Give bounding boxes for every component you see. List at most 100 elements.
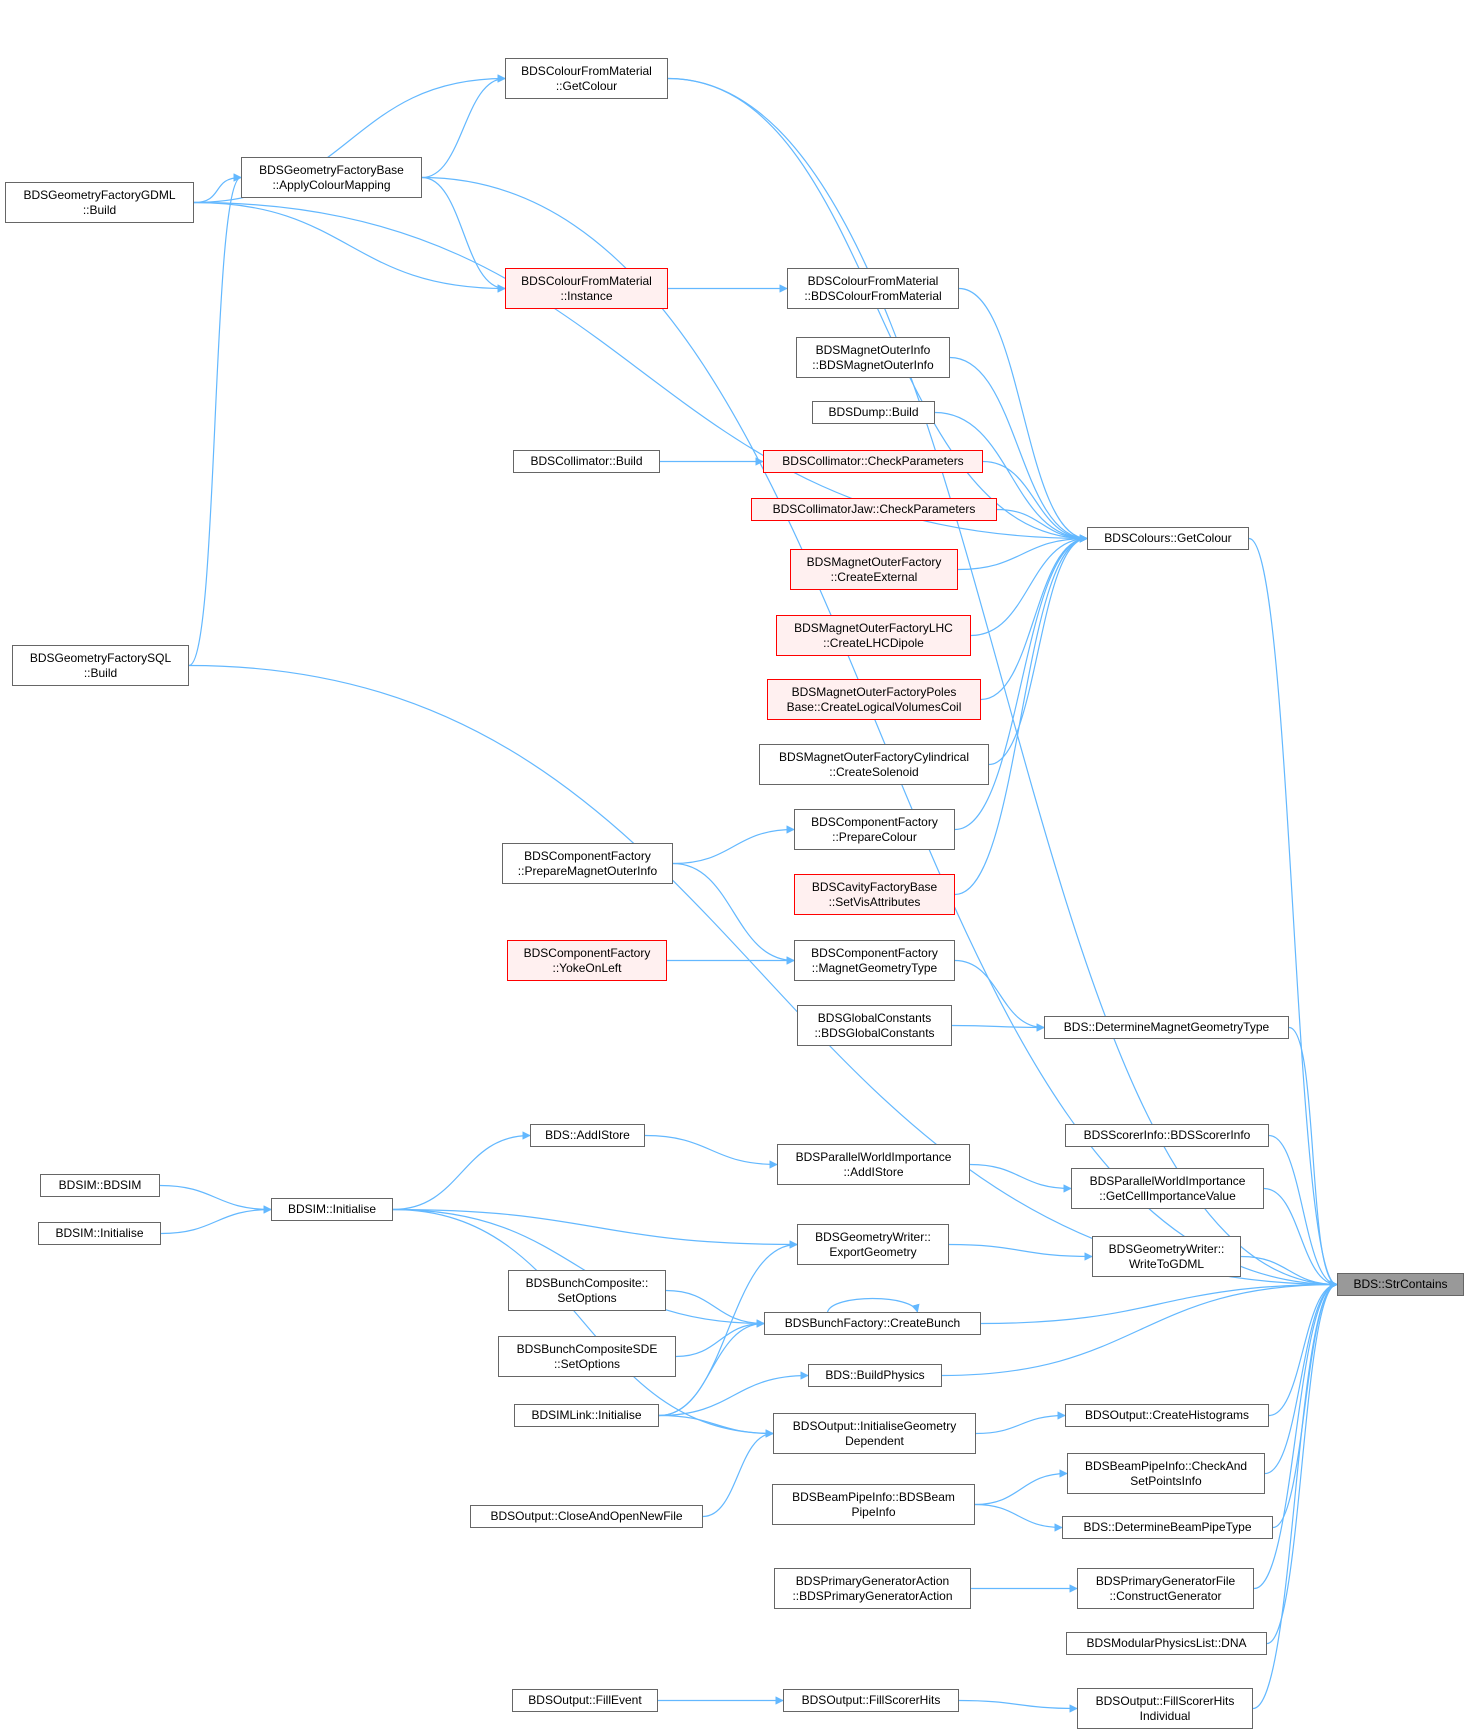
graph-node-colourfrommaterial-ctor[interactable]: BDSColourFromMaterial::BDSColourFromMate… bbox=[787, 268, 959, 309]
graph-node-bdsimlink-initialise[interactable]: BDSIMLink::Initialise bbox=[514, 1404, 659, 1427]
node-label-line: BDSComponentFactory bbox=[811, 814, 938, 829]
graph-node-bds-strcontains[interactable]: BDS::StrContains bbox=[1337, 1273, 1464, 1296]
node-label-line: ::BDSColourFromMaterial bbox=[804, 288, 942, 303]
call-edge bbox=[159, 1184, 272, 1214]
node-label-line: ::CreateSolenoid bbox=[829, 764, 919, 779]
graph-node-colourfrommaterial-instance[interactable]: BDSColourFromMaterial::Instance bbox=[505, 268, 668, 309]
graph-node-bunchfactory-createbunch[interactable]: BDSBunchFactory::CreateBunch bbox=[764, 1312, 981, 1335]
graph-node-parallelworldimportance-addistore[interactable]: BDSParallelWorldImportance::AddIStore bbox=[777, 1144, 970, 1185]
call-edge bbox=[675, 1319, 765, 1358]
graph-node-bdsim-ctor[interactable]: BDSIM::BDSIM bbox=[40, 1174, 160, 1197]
graph-node-primarygeneratoraction-ctor[interactable]: BDSPrimaryGeneratorAction::BDSPrimaryGen… bbox=[774, 1568, 971, 1609]
graph-node-output-fillscorerhits[interactable]: BDSOutput::FillScorerHits bbox=[783, 1689, 959, 1712]
node-label-line: BDSMagnetOuterFactoryPoles bbox=[791, 684, 957, 699]
graph-node-bdsim-initialise[interactable]: BDSIM::Initialise bbox=[271, 1198, 393, 1221]
graph-node-collimator-checkparameters[interactable]: BDSCollimator::CheckParameters bbox=[763, 450, 983, 473]
graph-node-geomfactorysql-build[interactable]: BDSGeometryFactorySQL::Build bbox=[12, 645, 189, 686]
node-label-line: Dependent bbox=[845, 1433, 904, 1448]
node-label-line: ExportGeometry bbox=[829, 1244, 917, 1259]
call-edge bbox=[826, 1298, 920, 1313]
call-edge bbox=[982, 460, 1088, 543]
node-label-line: SetOptions bbox=[557, 1290, 617, 1305]
graph-node-scorerinfo-ctor[interactable]: BDSScorerInfo::BDSScorerInfo bbox=[1065, 1124, 1269, 1147]
graph-node-bds-addistore[interactable]: BDS::AddIStore bbox=[530, 1124, 645, 1147]
call-edge bbox=[193, 201, 506, 293]
call-edge bbox=[958, 1699, 1078, 1713]
graph-node-componentfactory-preparemagnetouterinfo[interactable]: BDSComponentFactory::PrepareMagnetOuterI… bbox=[502, 843, 673, 884]
node-label-line: BDSIMLink::Initialise bbox=[531, 1408, 642, 1422]
node-label-line: ::Instance bbox=[560, 288, 613, 303]
call-edge bbox=[980, 1280, 1338, 1325]
graph-node-geomfactorygdml-build[interactable]: BDSGeometryFactoryGDML::Build bbox=[5, 182, 194, 223]
node-label-line: ::AddIStore bbox=[843, 1164, 904, 1179]
graph-node-primarygeneratorfile-constructgenerator[interactable]: BDSPrimaryGeneratorFile::ConstructGenera… bbox=[1077, 1568, 1254, 1609]
graph-node-geometrywriter-exportgeometry[interactable]: BDSGeometryWriter::ExportGeometry bbox=[797, 1224, 949, 1265]
node-label-line: BDSColourFromMaterial bbox=[521, 63, 652, 78]
graph-node-magnetouterfactorycylindrical-createsolenoid[interactable]: BDSMagnetOuterFactoryCylindrical::Create… bbox=[759, 744, 989, 785]
graph-node-modularphysicslist-dna[interactable]: BDSModularPhysicsList::DNA bbox=[1066, 1632, 1267, 1655]
node-label-line: ::Build bbox=[83, 665, 118, 680]
graph-node-colourfrommaterial-getcolour[interactable]: BDSColourFromMaterial::GetColour bbox=[505, 58, 668, 99]
call-edge bbox=[1268, 1134, 1338, 1289]
node-label-line: ::YokeOnLeft bbox=[552, 960, 622, 975]
graph-node-collimator-build[interactable]: BDSCollimator::Build bbox=[513, 450, 660, 473]
graph-node-magnetouterinfo-ctor[interactable]: BDSMagnetOuterInfo::BDSMagnetOuterInfo bbox=[796, 337, 950, 378]
call-edge bbox=[974, 1503, 1063, 1532]
node-label-line: BDSPrimaryGeneratorFile bbox=[1095, 1573, 1236, 1588]
node-label-line: BDSOutput::FillScorerHits bbox=[801, 1693, 941, 1707]
graph-node-output-fillevent[interactable]: BDSOutput::FillEvent bbox=[512, 1689, 658, 1712]
call-edge bbox=[160, 1205, 272, 1235]
graph-node-dump-build[interactable]: BDSDump::Build bbox=[812, 401, 935, 424]
graph-node-collimatorjaw-checkparameters[interactable]: BDSCollimatorJaw::CheckParameters bbox=[751, 498, 997, 521]
node-label-line: ::GetColour bbox=[555, 78, 618, 93]
call-edge bbox=[948, 1243, 1093, 1261]
graph-node-geomfactorybase-applycolourmapping[interactable]: BDSGeometryFactoryBase::ApplyColourMappi… bbox=[241, 157, 422, 198]
graph-node-output-createhistograms[interactable]: BDSOutput::CreateHistograms bbox=[1065, 1404, 1269, 1427]
node-label-line: ::CreateLHCDipole bbox=[823, 635, 924, 650]
graph-node-bunchcompositesde-setoptions[interactable]: BDSBunchCompositeSDE::SetOptions bbox=[498, 1336, 676, 1377]
graph-node-cavityfactorybase-setvisattributes[interactable]: BDSCavityFactoryBase::SetVisAttributes bbox=[794, 874, 955, 915]
graph-node-globalconstants-ctor[interactable]: BDSGlobalConstants::BDSGlobalConstants bbox=[797, 1005, 952, 1046]
call-edge bbox=[1264, 1280, 1338, 1475]
call-edge bbox=[658, 1414, 774, 1438]
call-edge bbox=[421, 176, 1338, 1289]
call-edge bbox=[941, 1280, 1338, 1377]
graph-node-componentfactory-yokeonleft[interactable]: BDSComponentFactory::YokeOnLeft bbox=[507, 940, 667, 981]
call-edge bbox=[193, 201, 1088, 543]
graph-node-bunchcomposite-setoptions[interactable]: BDSBunchComposite::SetOptions bbox=[508, 1270, 666, 1311]
graph-node-magnetouterfactory-createexternal[interactable]: BDSMagnetOuterFactory::CreateExternal bbox=[790, 549, 958, 590]
graph-node-parallelworldimportance-getcellimportancevalue[interactable]: BDSParallelWorldImportance::GetCellImpor… bbox=[1071, 1168, 1264, 1209]
graph-node-componentfactory-preparecolour[interactable]: BDSComponentFactory::PrepareColour bbox=[794, 809, 955, 850]
node-label-line: BDSGeometryFactoryBase bbox=[259, 162, 404, 177]
node-label-line: BDSGlobalConstants bbox=[817, 1010, 932, 1025]
graph-node-output-closeandopennewfile[interactable]: BDSOutput::CloseAndOpenNewFile bbox=[470, 1505, 703, 1528]
node-label-line: ::BDSMagnetOuterInfo bbox=[812, 357, 934, 372]
graph-node-geometrywriter-writetogdml[interactable]: BDSGeometryWriter::WriteToGDML bbox=[1092, 1236, 1241, 1277]
graph-node-magnetouterfactorylhc-createlhcdipole[interactable]: BDSMagnetOuterFactoryLHC::CreateLHCDipol… bbox=[776, 615, 971, 656]
node-label-line: BDS::BuildPhysics bbox=[825, 1368, 925, 1382]
node-label-line: BDSColourFromMaterial bbox=[521, 273, 652, 288]
call-edge bbox=[958, 287, 1088, 543]
node-label-line: BDSOutput::FillScorerHits bbox=[1095, 1693, 1235, 1708]
call-edge bbox=[949, 356, 1088, 543]
node-label-line: ::SetVisAttributes bbox=[828, 894, 921, 909]
graph-node-bds-buildphysics[interactable]: BDS::BuildPhysics bbox=[808, 1364, 942, 1387]
call-edge bbox=[954, 534, 1088, 896]
graph-node-bds-determinebeampipetype[interactable]: BDS::DetermineBeamPipeType bbox=[1062, 1516, 1273, 1539]
graph-node-bdsim-initialise-ext[interactable]: BDSIM::Initialise bbox=[38, 1222, 161, 1245]
node-label-line: BDSColourFromMaterial bbox=[807, 273, 939, 288]
graph-node-bds-determinemagnetgeometrytype[interactable]: BDS::DetermineMagnetGeometryType bbox=[1044, 1016, 1289, 1039]
node-label-line: BDSMagnetOuterFactoryLHC bbox=[794, 620, 953, 635]
node-label-line: BDSParallelWorldImportance bbox=[795, 1149, 952, 1164]
call-edge bbox=[1263, 1187, 1338, 1289]
node-label-line: BDSIM::Initialise bbox=[287, 1202, 377, 1216]
graph-node-componentfactory-magnetgeometrytype[interactable]: BDSComponentFactory::MagnetGeometryType bbox=[794, 940, 955, 981]
node-label-line: BDSScorerInfo::BDSScorerInfo bbox=[1083, 1128, 1251, 1142]
graph-node-colours-getcolour[interactable]: BDSColours::GetColour bbox=[1087, 527, 1249, 550]
